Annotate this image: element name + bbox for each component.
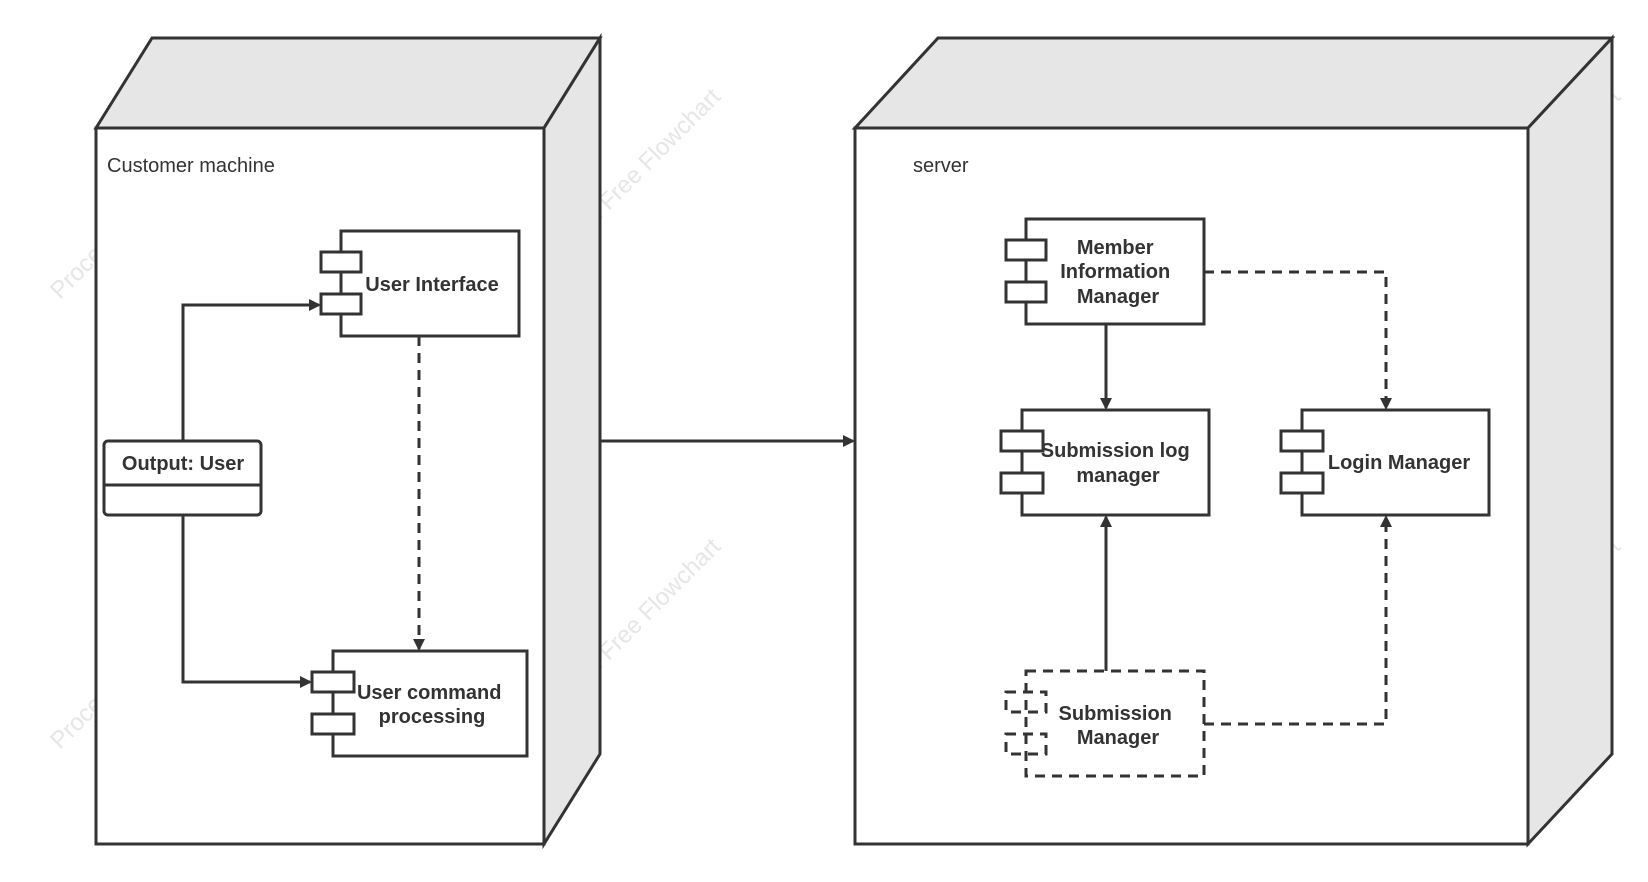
connector-submission-to-login <box>1204 515 1392 726</box>
component-submission-manager-line-2: Manager <box>1077 727 1159 749</box>
node-server-top-face <box>851 36 1616 130</box>
component-login-manager[interactable]: Login Manager <box>1279 408 1491 517</box>
node-customer-top-face <box>93 36 603 130</box>
component-submission-manager-label: Submission Manager <box>1059 703 1178 749</box>
component-port-top <box>999 429 1045 453</box>
component-port-top <box>319 250 363 274</box>
component-member-info-line-2: Information <box>1060 261 1170 283</box>
component-member-info-line-1: Member <box>1077 237 1154 259</box>
component-body <box>331 649 529 758</box>
component-port-top <box>1279 429 1325 453</box>
component-user-interface-label: User Interface <box>365 274 498 296</box>
component-submission-log-line-2: manager <box>1076 465 1160 487</box>
component-port-bottom <box>319 292 363 316</box>
node-server[interactable]: server <box>851 34 1616 848</box>
component-body <box>339 229 521 338</box>
component-user-command-line-2: processing <box>379 706 486 728</box>
component-user-interface[interactable]: User Interface <box>319 229 521 338</box>
component-user-command-line-1: User command <box>357 682 502 704</box>
actor-label: Output: User <box>122 453 244 475</box>
connector-user-to-command <box>181 515 312 688</box>
node-server-side-face <box>1526 34 1614 848</box>
component-member-info-line-3: Manager <box>1077 286 1159 308</box>
node-customer-side-face <box>542 32 602 850</box>
component-port-bottom <box>1279 471 1325 495</box>
component-submission-manager-line-1: Submission <box>1059 703 1172 725</box>
component-body <box>1300 408 1491 517</box>
component-body <box>1020 408 1211 517</box>
connector-user-to-interface <box>181 299 321 441</box>
component-user-command-label: User command processing <box>357 682 507 728</box>
component-submission-log-manager[interactable]: Submission log manager <box>999 408 1211 517</box>
connector-member-to-login <box>1204 270 1392 410</box>
component-port-top <box>310 670 356 694</box>
component-body <box>1024 217 1206 326</box>
component-login-manager-line-1: Login Manager <box>1328 452 1470 474</box>
component-port-top <box>1004 238 1048 262</box>
actor-output-user[interactable]: Output: User <box>102 439 263 517</box>
component-submission-log-line-1: Submission log <box>1041 440 1190 462</box>
component-user-command-processing[interactable]: User command processing <box>310 649 529 758</box>
component-port-bottom <box>310 712 356 736</box>
node-customer-label: Customer machine <box>107 155 275 177</box>
component-user-interface-line-1: User Interface <box>365 274 498 296</box>
component-member-information-manager[interactable]: Member Information Manager <box>1004 217 1206 326</box>
component-port-bottom <box>999 471 1045 495</box>
component-member-info-label: Member Information Manager <box>1060 237 1176 308</box>
node-server-label: server <box>913 155 969 177</box>
component-login-manager-label: Login Manager <box>1328 452 1470 474</box>
component-submission-log-label: Submission log manager <box>1041 440 1195 487</box>
component-port-bottom <box>1004 732 1048 756</box>
component-port-bottom <box>1004 280 1048 304</box>
component-port-top <box>1004 690 1048 714</box>
